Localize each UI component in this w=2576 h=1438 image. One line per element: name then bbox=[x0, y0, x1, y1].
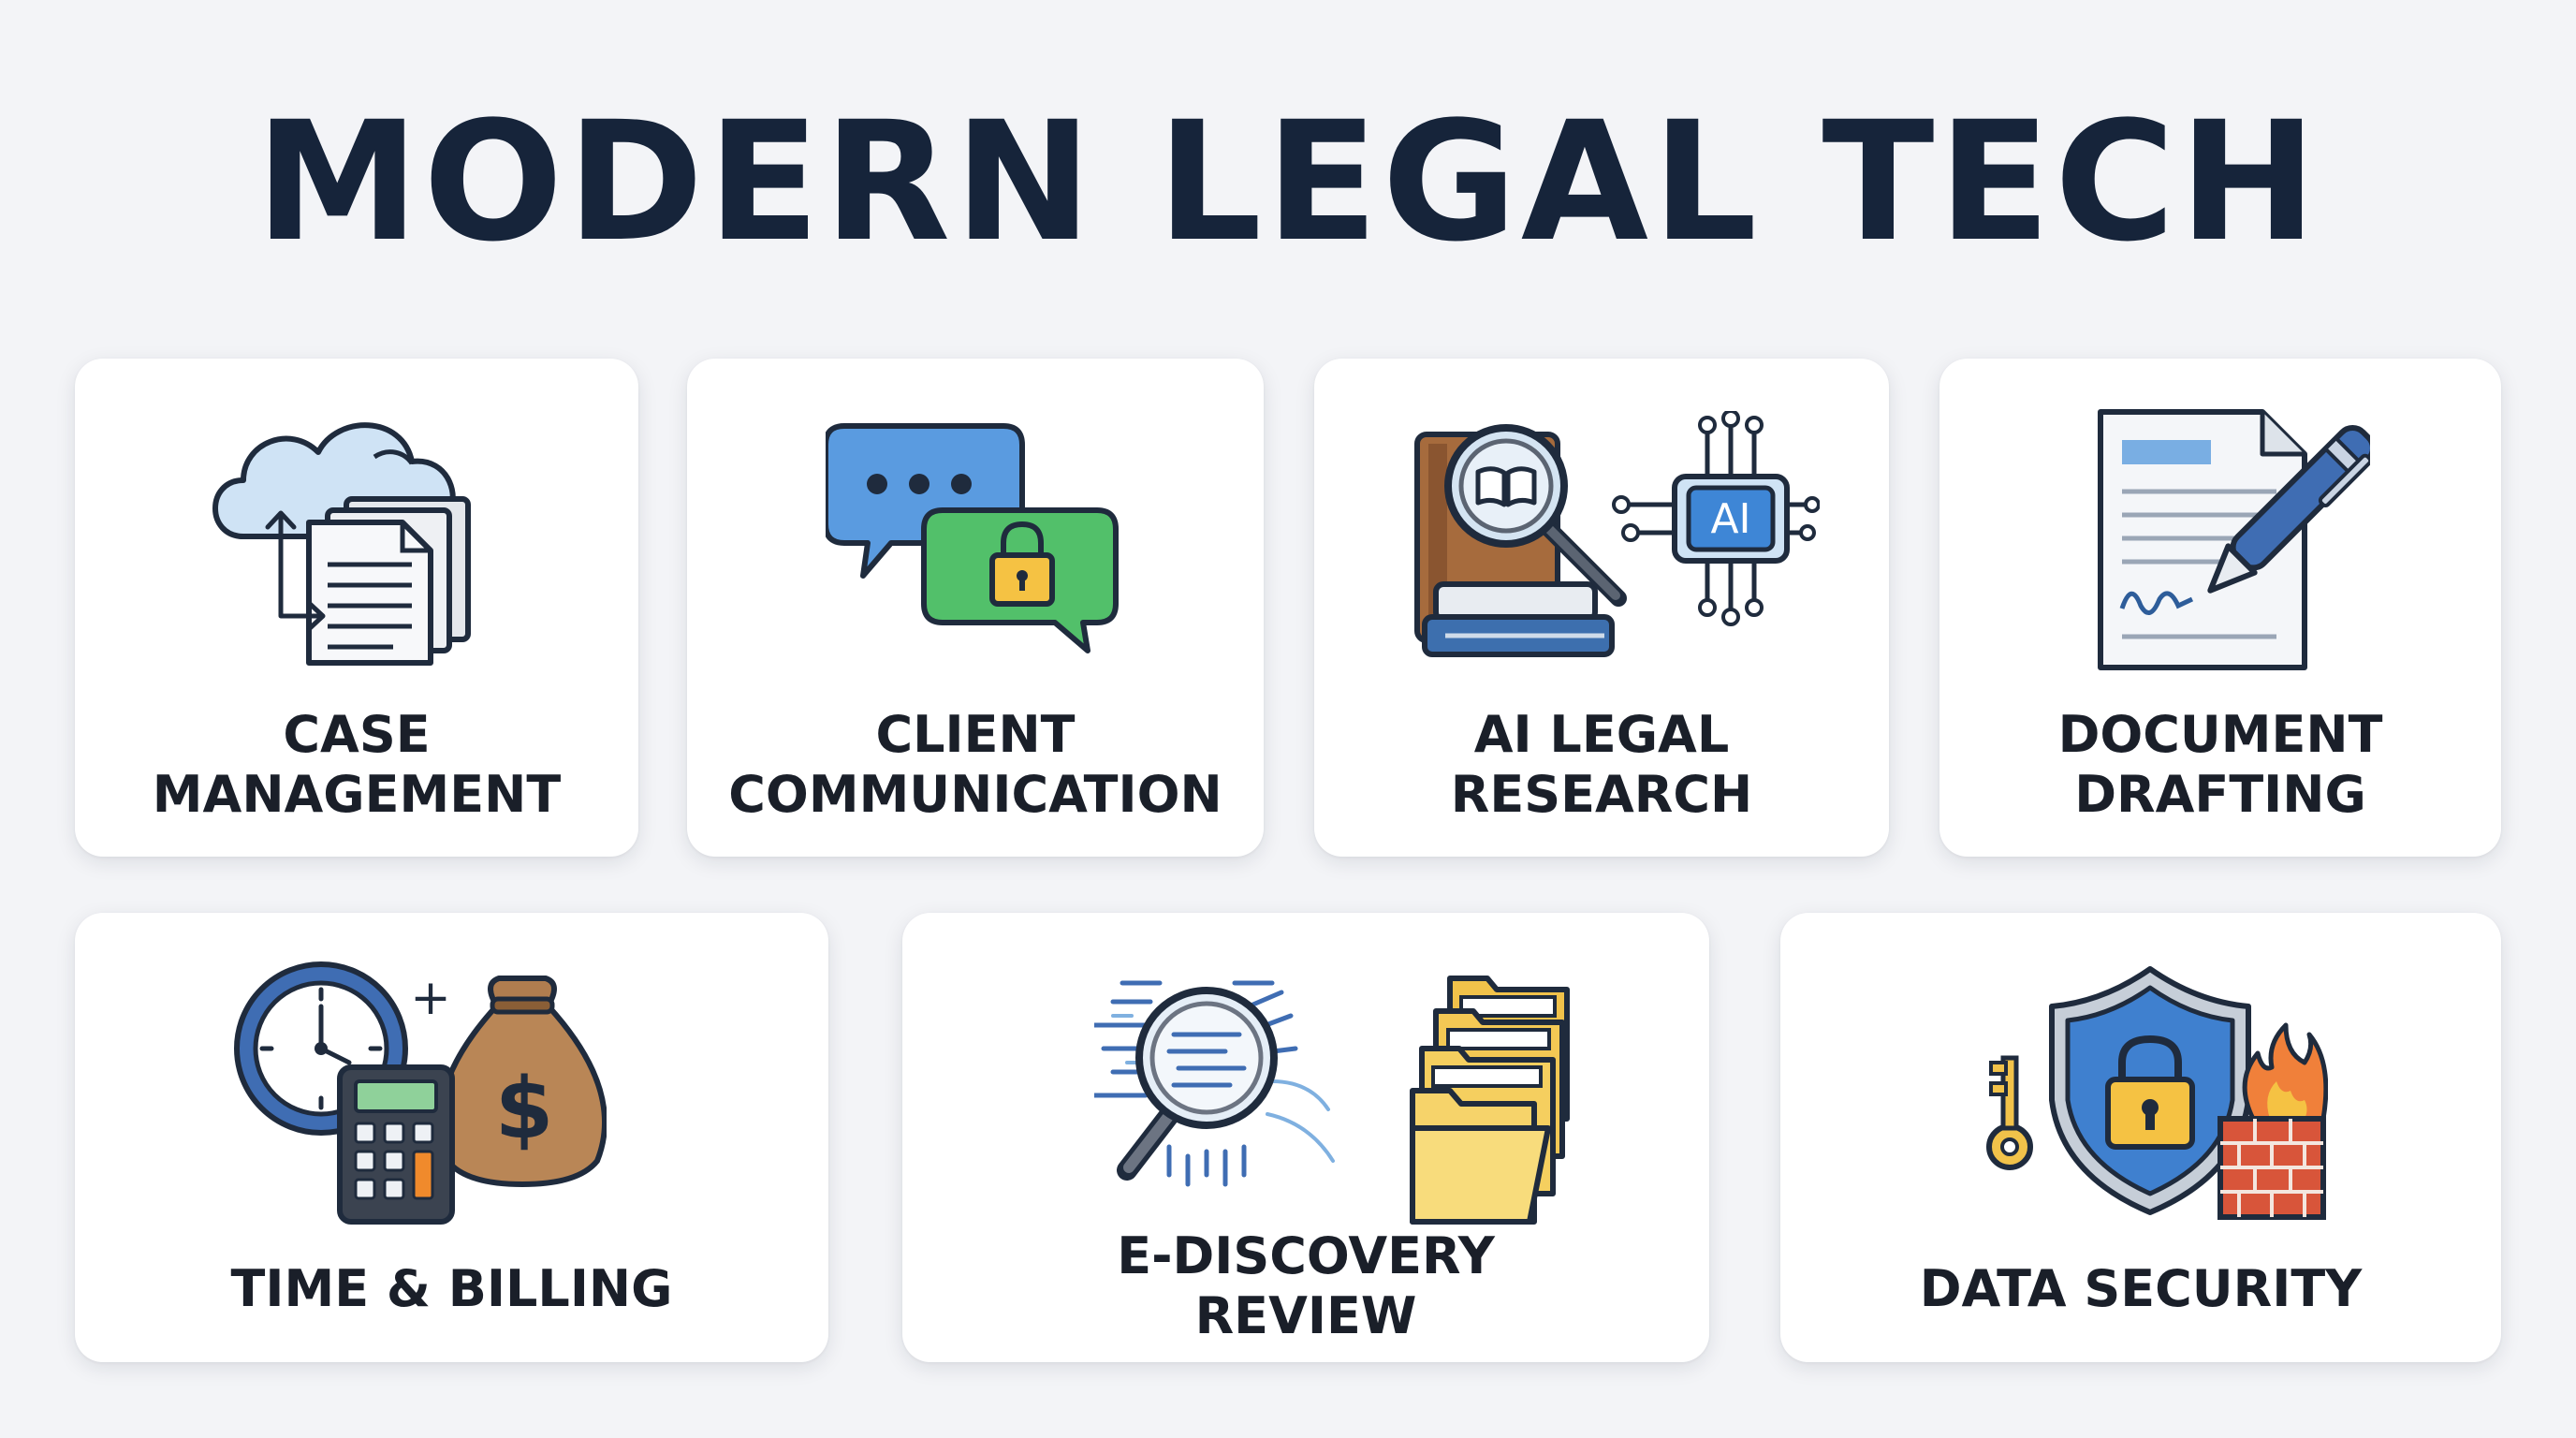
card-label-line: REVIEW bbox=[1194, 1286, 1417, 1345]
card-label: AI LEGAL RESEARCH bbox=[1314, 705, 1889, 825]
shield-lock-key-firewall-icon bbox=[1986, 966, 2328, 1220]
card-data-security[interactable]: DATA SECURITY bbox=[1780, 913, 2501, 1362]
clock-calculator-moneybag-icon: + $ bbox=[234, 961, 607, 1225]
chat-bubbles-lock-icon bbox=[826, 423, 1119, 653]
card-label-line: DATA SECURITY bbox=[1919, 1259, 2363, 1318]
ai-chip-text: AI bbox=[1710, 495, 1750, 543]
card-label-line: COMMUNICATION bbox=[728, 765, 1222, 824]
card-label: TIME & BILLING bbox=[75, 1259, 828, 1319]
document-pen-icon bbox=[2098, 409, 2370, 670]
card-label: DATA SECURITY bbox=[1780, 1259, 2501, 1319]
books-magnifier-ai-chip-icon: AI bbox=[1414, 411, 1820, 657]
card-label: E-DISCOVERY REVIEW bbox=[902, 1226, 1709, 1346]
card-label: CASE MANAGEMENT bbox=[75, 705, 638, 825]
page-title: MODERN LEGAL TECH bbox=[255, 86, 2321, 278]
magnifier-data-folders-icon bbox=[1094, 976, 1570, 1225]
card-client-communication[interactable]: CLIENT COMMUNICATION bbox=[687, 359, 1264, 857]
plus-sign: + bbox=[410, 970, 451, 1026]
dollar-sign: $ bbox=[495, 1060, 554, 1158]
card-case-management[interactable]: CASE MANAGEMENT bbox=[75, 359, 638, 857]
card-label: CLIENT COMMUNICATION bbox=[687, 705, 1264, 825]
card-label-line: TIME & BILLING bbox=[230, 1259, 673, 1318]
card-e-discovery-review[interactable]: E-DISCOVERY REVIEW bbox=[902, 913, 1709, 1362]
card-time-billing[interactable]: + $ TIME & BILLING bbox=[75, 913, 828, 1362]
card-label-line: RESEARCH bbox=[1450, 765, 1753, 824]
card-label-line: CASE bbox=[283, 705, 431, 764]
card-ai-legal-research[interactable]: AI AI LEGAL RESEARCH bbox=[1314, 359, 1889, 857]
card-label-line: AI LEGAL bbox=[1473, 705, 1730, 764]
cloud-documents-icon bbox=[212, 422, 471, 666]
card-label-line: DRAFTING bbox=[2074, 765, 2366, 824]
card-document-drafting[interactable]: DOCUMENT DRAFTING bbox=[1939, 359, 2501, 857]
card-label-line: DOCUMENT bbox=[2057, 705, 2383, 764]
card-label-line: MANAGEMENT bbox=[152, 765, 562, 824]
card-label: DOCUMENT DRAFTING bbox=[1939, 705, 2501, 825]
card-label-line: CLIENT bbox=[875, 705, 1076, 764]
card-label-line: E-DISCOVERY bbox=[1117, 1226, 1495, 1285]
